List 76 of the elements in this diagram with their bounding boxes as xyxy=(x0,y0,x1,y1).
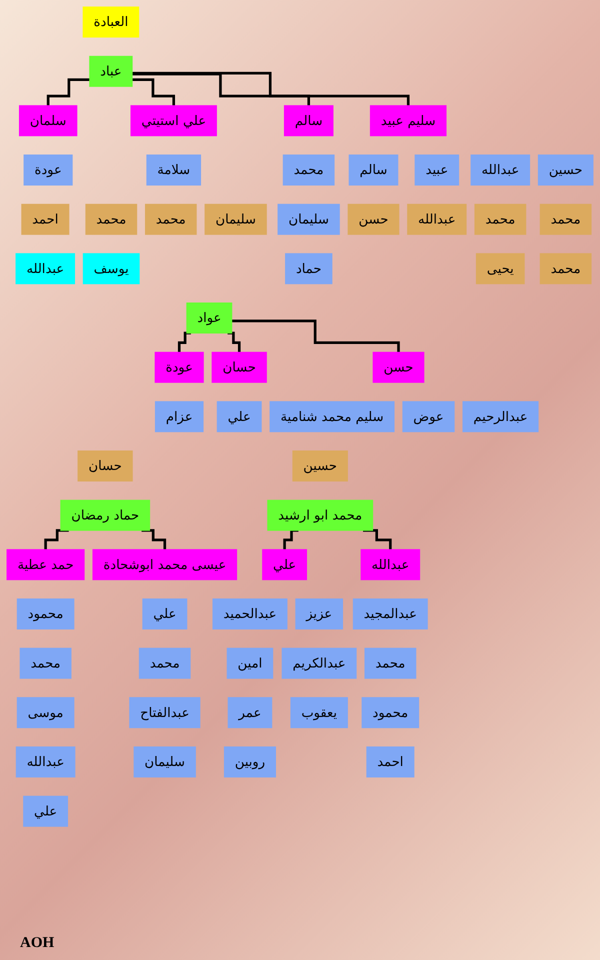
connector xyxy=(178,332,191,354)
connector xyxy=(132,72,410,107)
node-box: عبيد xyxy=(414,154,460,186)
node-box: عودة xyxy=(154,352,204,383)
connector xyxy=(46,78,90,107)
node-box: حسين xyxy=(538,154,594,186)
node-box: سليم محمد شنامية xyxy=(270,401,395,432)
connector xyxy=(228,332,241,354)
node-box: حسن xyxy=(372,352,424,383)
node-box: محمد xyxy=(474,204,526,235)
node-box: علي xyxy=(262,549,308,580)
node-box: عودة xyxy=(24,154,73,186)
node-box: حمد عطية xyxy=(6,549,85,580)
node-box: عبدالله xyxy=(16,253,76,284)
node-box: حسين xyxy=(292,450,348,482)
node-box: علي xyxy=(216,401,262,432)
node-box: عزام xyxy=(154,401,204,432)
node-box: محمد xyxy=(282,154,335,186)
node-box: علي xyxy=(142,598,188,630)
node-box: عبدالله xyxy=(470,154,530,186)
node-box: يعقوب xyxy=(290,697,348,728)
node-box: سليم عبيد xyxy=(370,105,447,136)
connector xyxy=(44,529,69,551)
node-box: حماد رمضان xyxy=(60,500,150,531)
node-box: عبدالله xyxy=(16,746,76,778)
node-box: عبدالحميد xyxy=(212,598,288,630)
node-box: يحيى xyxy=(476,253,525,284)
node-box: احمد xyxy=(21,204,70,235)
node-box: سليمان xyxy=(204,204,267,235)
node-box: محمد xyxy=(144,204,197,235)
connector xyxy=(232,320,400,354)
node-box: عباد xyxy=(89,56,133,87)
node-box: روبين xyxy=(224,746,276,778)
node-box: علي xyxy=(23,796,68,827)
node-box: عبدالفتاح xyxy=(129,697,200,728)
node-box: عيسى محمد ابوشحادة xyxy=(92,549,238,580)
node-box: سليمان xyxy=(134,746,196,778)
node-box: عوض xyxy=(402,401,455,432)
node-box: حسن xyxy=(348,204,400,235)
node-box: سليمان xyxy=(278,204,340,235)
node-box: عبدالله xyxy=(407,204,467,235)
node-box: عواد xyxy=(186,302,232,334)
node-box: حماد xyxy=(285,253,332,284)
connector xyxy=(132,72,310,107)
node-box: عزيز xyxy=(295,598,344,630)
author-initials: AOH xyxy=(20,935,54,952)
node-box: عبدالكريم xyxy=(282,648,357,679)
node-box: سلامة xyxy=(146,154,202,186)
node-box: محمود xyxy=(362,697,420,728)
connector xyxy=(283,529,298,551)
node-box: سالم xyxy=(284,105,334,136)
node-box: موسى xyxy=(16,697,74,728)
node-box: محمد xyxy=(540,253,592,284)
node-box: سالم xyxy=(348,154,398,186)
connector xyxy=(363,529,392,551)
node-box: يوسف xyxy=(82,253,140,284)
node-box: العبادة xyxy=(82,6,140,38)
node-box: امين xyxy=(226,648,274,679)
connector xyxy=(142,529,166,551)
node-box: محمد xyxy=(364,648,416,679)
node-box: حسان xyxy=(78,450,133,482)
node-box: محمد xyxy=(85,204,138,235)
node-box: محمد xyxy=(540,204,592,235)
node-box: عمر xyxy=(228,697,272,728)
node-box: سلمان xyxy=(18,105,78,136)
node-box: محمود xyxy=(16,598,74,630)
node-box: عبدالله xyxy=(360,549,420,580)
node-box: علي استيتي xyxy=(130,105,217,136)
node-box: محمد ابو ارشيد xyxy=(267,500,374,531)
node-box: حسان xyxy=(212,352,267,383)
node-box: محمد xyxy=(20,648,72,679)
connector xyxy=(132,78,176,107)
node-box: احمد xyxy=(366,746,414,778)
node-box: عبدالمجيد xyxy=(352,598,428,630)
node-box: محمد xyxy=(138,648,191,679)
node-box: عبدالرحيم xyxy=(462,401,539,432)
